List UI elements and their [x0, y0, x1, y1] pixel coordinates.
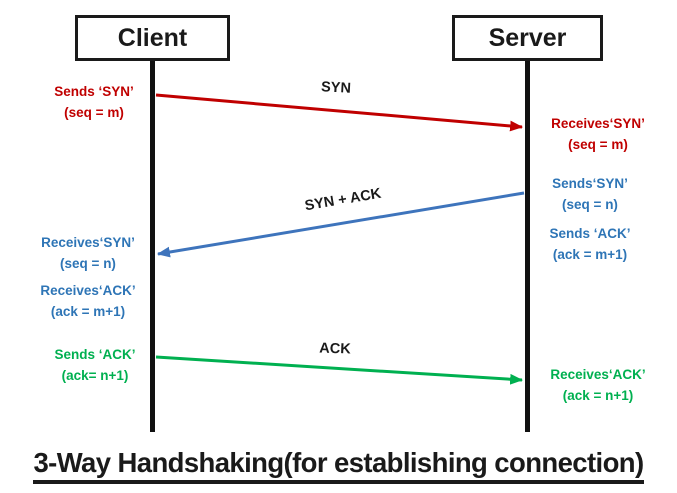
note-server-sends-ack: Sends ‘ACK’ (ack = m+1) — [510, 223, 670, 265]
note-server-receives-syn: Receives‘SYN’ (seq = m) — [518, 113, 677, 155]
note-line: (seq = m) — [64, 105, 124, 120]
note-client-sends-ack: Sends ‘ACK’ (ack= n+1) — [15, 344, 175, 386]
syn-ack-arrow — [156, 191, 525, 258]
note-line: Receives‘SYN’ — [551, 116, 645, 131]
ack-arrow-label: ACK — [319, 340, 351, 358]
note-line: (ack= n+1) — [61, 368, 129, 383]
diagram-title-wrap: 3-Way Handshaking(for establishing conne… — [0, 447, 677, 484]
note-line: (seq = n) — [60, 256, 116, 271]
note-line: Sends ‘SYN’ — [54, 84, 134, 99]
actor-server-label: Server — [488, 23, 567, 52]
note-client-receives-syn: Receives‘SYN’ (seq = n) — [8, 232, 168, 274]
client-lifeline — [150, 61, 155, 432]
note-line: (ack = m+1) — [552, 247, 628, 262]
ack-arrow — [155, 355, 524, 385]
note-line: (ack = n+1) — [562, 388, 634, 403]
note-line: (seq = m) — [568, 137, 628, 152]
note-line: (seq = n) — [562, 197, 618, 212]
syn-arrow — [155, 93, 524, 132]
note-line: Sends ‘ACK’ — [549, 226, 631, 241]
note-client-sends-syn: Sends ‘SYN’ (seq = m) — [14, 81, 174, 123]
note-line: Sends‘SYN’ — [552, 176, 628, 191]
note-line: Receives‘ACK’ — [550, 367, 646, 382]
note-line: Receives‘SYN’ — [41, 235, 135, 250]
diagram-title: 3-Way Handshaking(for establishing conne… — [33, 447, 644, 484]
note-server-sends-syn: Sends‘SYN’ (seq = n) — [510, 173, 670, 215]
actor-box-client: Client — [75, 15, 230, 61]
note-server-receives-ack: Receives‘ACK’ (ack = n+1) — [518, 364, 677, 406]
actor-client-label: Client — [117, 23, 188, 52]
note-line: Receives‘ACK’ — [40, 283, 136, 298]
note-line: (ack = m+1) — [50, 304, 126, 319]
note-client-receives-ack: Receives‘ACK’ (ack = m+1) — [8, 280, 168, 322]
note-line: Sends ‘ACK’ — [54, 347, 136, 362]
actor-box-server: Server — [452, 15, 603, 61]
server-lifeline — [525, 61, 530, 432]
